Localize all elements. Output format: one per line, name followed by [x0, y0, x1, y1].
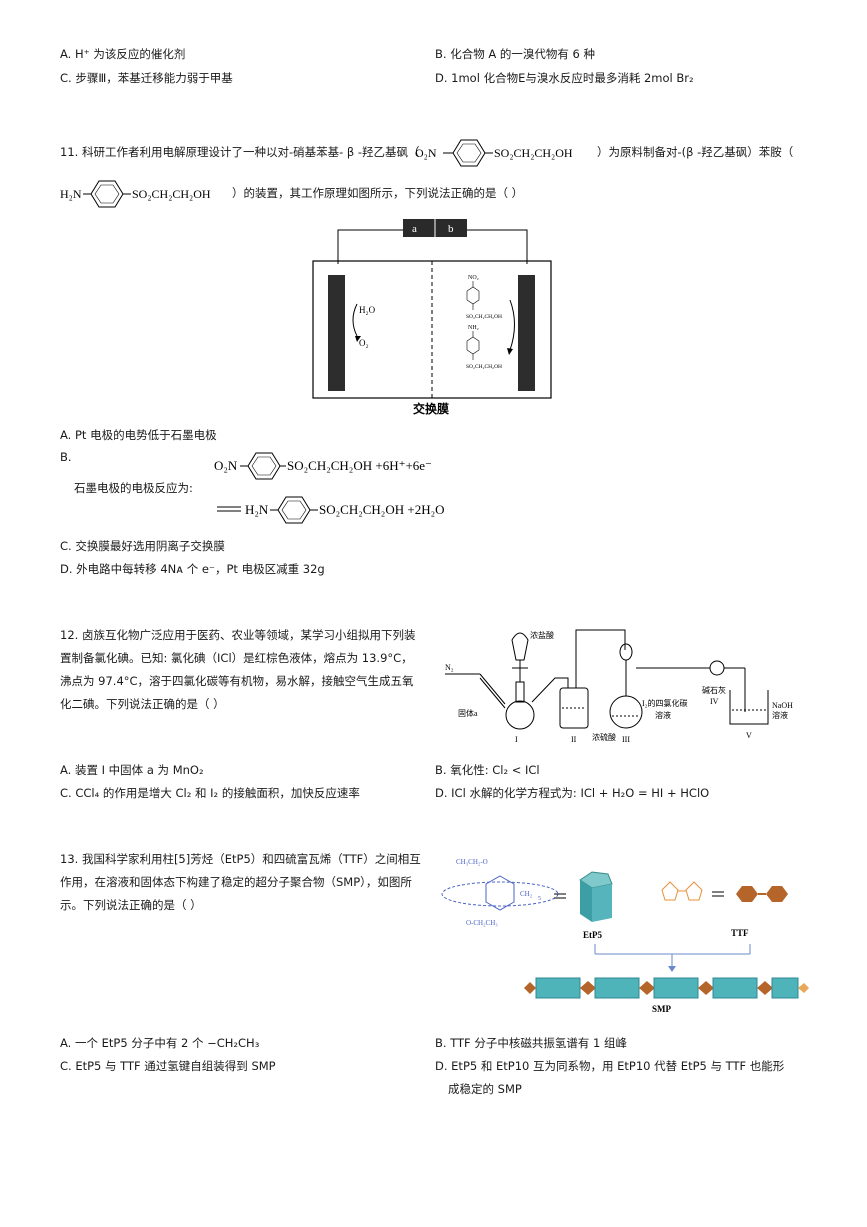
ttf-ring-left	[661, 881, 679, 901]
naoh-solution-label: 溶液	[772, 710, 788, 720]
q12-option-d: D. ICl 水解的化学方程式为: ICl + H₂O = HI + HClO	[435, 786, 710, 800]
sulfone-group-label: SO₂CH₂CH₂OH	[132, 187, 211, 201]
ttf-ring-right	[685, 881, 703, 901]
flask-i	[505, 700, 535, 730]
eq-nitro-label: O₂N	[214, 458, 238, 473]
n2-label: N₂	[445, 663, 454, 672]
ttf-icon-right	[766, 886, 788, 902]
q13-option-c: C. EtP5 与 TTF 通过氢键自组装得到 SMP	[60, 1059, 276, 1073]
soda-lime-tube-iv	[709, 660, 725, 676]
soda-lime-label: 碱石灰	[702, 685, 726, 695]
smp-chain	[524, 977, 809, 999]
electrolytic-tank	[312, 260, 552, 399]
solid-a-label: 固体a	[458, 708, 478, 718]
q10-option-d: D. 1mol 化合物E与溴水反应时最多消耗 2mol Br₂	[435, 71, 694, 85]
i2-ccl4-label: I₂的四氯化碳	[642, 698, 687, 708]
q12-option-c: C. CCl₄ 的作用是增大 Cl₂ 和 I₂ 的接触面积，加快反应速率	[60, 786, 360, 800]
q11-stem-part2: ）的装置，其工作原理如图所示，下列说法正确的是（ ）	[232, 186, 524, 200]
electrolysis-apparatus: a b H₂O O₂ NO₂ SO₂CH₂CH₂OH NH₂ SO₂CH₂CH₂…	[312, 219, 552, 416]
etp5-benzene-ring	[485, 875, 515, 911]
dropping-funnel	[511, 632, 529, 661]
eq-amine-label: H₂N	[245, 502, 269, 517]
ttf-label: TTF	[731, 928, 749, 938]
flask-iii	[609, 695, 643, 729]
eq-right-tail: SO₂CH₂CH₂OH +2H₂O	[319, 502, 445, 517]
q13-option-b: B. TTF 分子中核磁共振氢谱有 1 组峰	[435, 1036, 627, 1050]
water-label: H₂O	[359, 305, 376, 315]
smp-label: SMP	[652, 1004, 672, 1014]
etp5-bottom-substituent: O-CH₂CH₃	[466, 919, 498, 927]
amine-group-label: H₂N	[60, 187, 82, 201]
q12-option-b: B. 氧化性: Cl₂ < ICl	[435, 763, 540, 777]
q11-option-d: D. 外电路中每转移 4Nᴀ 个 e⁻，Pt 电极区减重 32g	[60, 562, 325, 576]
oxygen-label: O₂	[359, 338, 369, 348]
etp5-ring-outline	[441, 881, 559, 907]
etp5-ch2-label: CH₂	[520, 890, 533, 898]
q10-option-b: B. 化合物 A 的一溴代物有 6 种	[435, 47, 596, 61]
eq-left-tail: SO₂CH₂CH₂OH +6H⁺+6e⁻	[287, 458, 432, 473]
naoh-label: NaOH	[772, 701, 793, 710]
etp5-repeat-count: 5	[538, 896, 541, 902]
q13-stem: 13. 我国科学家利用柱[5]芳烃（EtP5）和四硫富瓦烯（TTF）之间相互作用…	[60, 852, 421, 912]
etp5-label: EtP5	[583, 930, 602, 940]
small-amine-label: NH₂	[468, 325, 479, 331]
amine-sulfone-structure: H₂N SO₂CH₂CH₂OH	[60, 180, 211, 208]
q11-stem-part1: 11. 科研工作者利用电解原理设计了一种以对-硝基苯基- β -羟乙基砜（	[60, 145, 420, 159]
q12-option-a: A. 装置 I 中固体 a 为 MnO₂	[60, 763, 204, 777]
equation-product: H₂N SO₂CH₂CH₂OH +2H₂O	[217, 496, 445, 524]
device-i-label: I	[515, 735, 518, 744]
small-sulfone-label-1: SO₂CH₂CH₂OH	[466, 314, 502, 320]
q12-stem: 12. 卤族互化物广泛应用于医药、农业等领域，某学习小组拟用下列装置制备氯化碘。…	[60, 628, 416, 711]
wash-bottle-ii	[559, 687, 589, 729]
sulfone-group-label: SO₂CH₂CH₂OH	[494, 146, 573, 160]
beaker-v	[729, 690, 769, 725]
small-nitro-label: NO₂	[468, 275, 479, 281]
battery-terminal-b: b	[448, 223, 454, 235]
q11-option-b: B.	[60, 450, 72, 464]
q13-option-d-line1: D. EtP5 和 EtP10 互为同系物，用 EtP10 代替 EtP5 与 …	[435, 1059, 785, 1073]
q13-option-d-line2: 成稳定的 SMP	[448, 1082, 522, 1096]
q11-stem-part1b: ）为原料制备对-(β -羟乙基砜）苯胺（	[597, 145, 794, 159]
nitro-group-label: O₂N	[415, 146, 437, 160]
membrane-label: 交换膜	[413, 401, 449, 416]
i2-solution-label: 溶液	[655, 710, 671, 720]
equation-reactant: O₂N SO₂CH₂CH₂OH +6H⁺+6e⁻	[214, 452, 432, 480]
q10-option-a: A. H⁺ 为该反应的催化剂	[60, 47, 186, 61]
q10-option-c: C. 步骤Ⅲ，苯基迁移能力弱于甲基	[60, 71, 233, 85]
device-ii-label: II	[571, 735, 577, 744]
q11-option-a: A. Pt 电极的电势低于石墨电极	[60, 428, 217, 442]
hcl-label: 浓盐酸	[530, 630, 554, 640]
small-sulfone-label-2: SO₂CH₂CH₂OH	[466, 364, 502, 370]
smp-diagram: CH₃CH₂-O O-CH₂CH₃ CH₂ 5 EtP5 TTF SMP	[441, 858, 809, 1014]
battery-terminal-a: a	[412, 223, 417, 235]
device-iv-label: IV	[710, 697, 719, 706]
device-iii-label: III	[622, 735, 630, 744]
icl-apparatus: N₂ 浓盐酸 固体a I II 浓硫酸 III I₂的四氯化碳 溶液 碱石灰 I…	[445, 629, 793, 744]
graphite-electrode	[518, 275, 535, 391]
right-curved-arrow	[509, 299, 515, 351]
left-curved-arrow	[352, 303, 358, 337]
device-v-label: V	[746, 731, 752, 740]
q11-option-b-text: 石墨电极的电极反应为:	[74, 481, 193, 495]
etp5-top-substituent: CH₃CH₂-O	[456, 858, 488, 866]
pt-electrode	[328, 275, 345, 391]
ttf-icon-left	[736, 886, 758, 902]
q13-option-a: A. 一个 EtP5 分子中有 2 个 −CH₂CH₃	[60, 1036, 260, 1050]
nitro-sulfone-structure: O₂N SO₂CH₂CH₂OH	[415, 139, 573, 167]
h2so4-label: 浓硫酸	[592, 732, 616, 742]
q11-option-c: C. 交换膜最好选用阴离子交换膜	[60, 539, 225, 553]
